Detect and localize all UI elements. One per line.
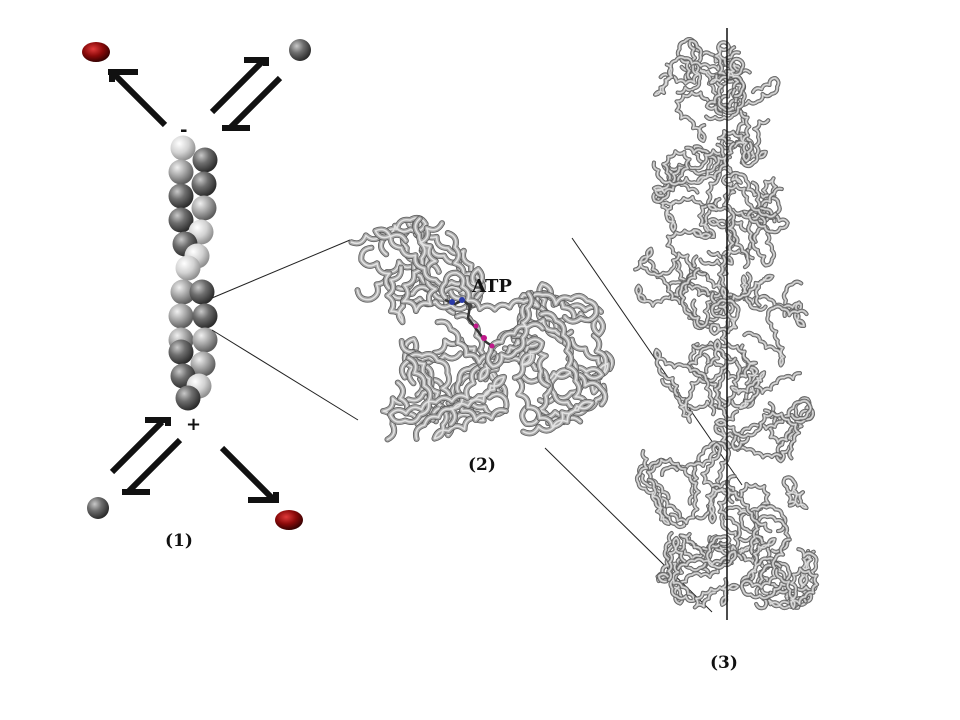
monomer-sphere-icon [168, 159, 194, 185]
actin-filament-structure [633, 37, 820, 611]
monomer-sphere-icon [168, 303, 194, 329]
monomer-sphere-icon [189, 279, 215, 305]
equilibrium-arrows-icon [209, 57, 283, 131]
monomer-sphere-icon [192, 327, 218, 353]
actin-monomer-structure [348, 214, 615, 443]
dissociation-arrow-icon [108, 69, 168, 128]
plus-end-label: + [186, 414, 201, 435]
panel-2-label: (2) [468, 455, 496, 475]
monomer-sphere-icon [170, 135, 196, 161]
monomer-sphere-icon [168, 339, 194, 365]
actin-filament [168, 135, 218, 411]
atp-label: ATP [471, 276, 512, 297]
panel-3-label: (3) [710, 653, 738, 673]
monomer-sphere-icon [190, 351, 216, 377]
monomer-sphere-icon [175, 385, 201, 411]
monomer-sphere-icon [168, 207, 194, 233]
equilibrium-arrows-icon [109, 417, 183, 495]
monomer-sphere-icon [191, 195, 217, 221]
atp-monomer-icon [87, 497, 109, 519]
atp-monomer-icon [289, 39, 311, 61]
adp-monomer-icon [82, 42, 110, 62]
dissociation-arrow-icon [219, 445, 279, 503]
monomer-sphere-icon [192, 303, 218, 329]
monomer-sphere-icon [170, 279, 196, 305]
adp-monomer-icon [275, 510, 303, 530]
monomer-sphere-icon [191, 171, 217, 197]
monomer-sphere-icon [168, 183, 194, 209]
monomer-sphere-icon [192, 147, 218, 173]
monomer-sphere-icon [175, 255, 201, 281]
atp-ligand-icon [444, 297, 495, 349]
panel-1-label: (1) [165, 531, 193, 551]
minus-end-label: - [180, 120, 187, 141]
